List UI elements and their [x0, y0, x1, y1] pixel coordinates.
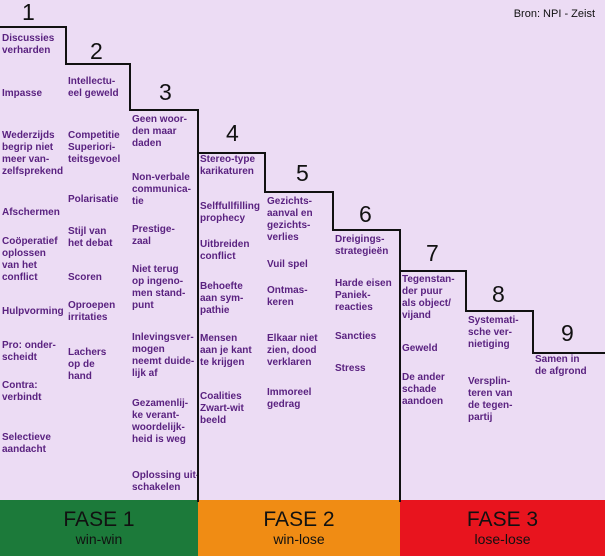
- step-5-item: Immoreel gedrag: [267, 387, 312, 410]
- step-2-item: Lachers op de hand: [68, 347, 107, 382]
- step-number-2: 2: [90, 38, 103, 64]
- step-2-item: Polarisatie: [68, 194, 119, 205]
- step-8-item: Versplin- teren van de tegen- partij: [468, 376, 513, 423]
- step-number-9: 9: [561, 320, 574, 346]
- step-2-item: Stijl van het debat: [68, 226, 113, 249]
- step-1-item: Discussies verharden: [2, 33, 55, 56]
- step-4-item: Mensen aan je kant te krijgen: [200, 333, 252, 368]
- phase-2-title: FASE 2: [263, 508, 335, 531]
- step-5-item: Gezichts- aanval en gezichts- verlies: [267, 196, 313, 243]
- step-5-item: Vuil spel: [267, 259, 308, 270]
- step-4-item: Coalities Zwart-wit beeld: [200, 391, 244, 426]
- step-number-3: 3: [159, 79, 172, 105]
- step-4-item: Behoefte aan sym- pathie: [200, 281, 244, 316]
- step-number-7: 7: [426, 240, 439, 266]
- step-2-item: Scoren: [68, 272, 102, 283]
- step-number-5: 5: [296, 160, 309, 186]
- step-6-item: Dreigings- strategieën: [335, 234, 389, 257]
- step-1-item: Contra: verbindt: [2, 380, 42, 403]
- step-9-item: Samen in de afgrond: [535, 354, 587, 377]
- step-1-item: Hulpvorming: [2, 306, 64, 317]
- phase-1: FASE 1 win-win: [0, 500, 198, 556]
- phase-1-title: FASE 1: [63, 508, 135, 531]
- step-2-item: Competitie Superiori- teitsgevoel: [68, 130, 121, 165]
- step-2-item: Oproepen irritaties: [68, 300, 116, 323]
- step-number-1: 1: [22, 0, 35, 25]
- phase-1-subtitle: win-win: [75, 531, 123, 547]
- step-3-item: Oplossing uit- schakelen: [132, 470, 200, 493]
- step-number-8: 8: [492, 281, 505, 307]
- step-5-item: Elkaar niet zien, dood verklaren: [267, 333, 318, 368]
- step-6-item: Harde eisen Paniek- reacties: [335, 278, 392, 313]
- phase-3: FASE 3 lose-lose: [400, 500, 605, 556]
- step-7-item: De ander schade aandoen: [402, 372, 445, 407]
- phase-divider-2: [399, 270, 401, 502]
- step-3-item: Geen woor- den maar daden: [132, 114, 188, 149]
- step-3-item: Gezamenlij- ke verant- woordelijk- heid …: [132, 398, 189, 445]
- step-8-item: Systemati- sche ver- nietiging: [468, 315, 519, 350]
- step-4-item: Stereo-type karikaturen: [200, 154, 256, 177]
- phase-2-subtitle: win-lose: [273, 531, 325, 547]
- step-7-item: Geweld: [402, 343, 438, 354]
- step-7-item: Tegenstan- der puur als object/ vijand: [402, 274, 455, 321]
- step-4-item: Uitbreiden conflict: [200, 239, 250, 262]
- step-3-item: Non-verbale communica- tie: [132, 172, 191, 207]
- source-label: Bron: NPI - Zeist: [513, 8, 595, 20]
- step-4-item: Selffullfilling prophecy: [200, 201, 260, 224]
- step-3-item: Niet terug op ingeno- men stand- punt: [132, 264, 186, 311]
- step-3-item: Prestige- zaal: [132, 224, 175, 247]
- phase-3-title: FASE 3: [466, 508, 539, 531]
- step-1-item: Selectieve aandacht: [2, 432, 51, 455]
- step-2-item: Intellectu- eel geweld: [68, 76, 119, 99]
- phase-divider-1: [197, 120, 199, 502]
- step-1-item: Wederzijds begrip niet meer van- zelfspr…: [2, 130, 64, 177]
- step-3-item: Inlevingsver- mogen neemt duide- lijk af: [132, 332, 195, 379]
- step-1-item: Pro: onder- scheidt: [2, 340, 56, 363]
- step-1-item: Afschermen: [2, 207, 60, 218]
- phase-3-subtitle: lose-lose: [474, 531, 531, 547]
- step-6-item: Stress: [335, 363, 366, 374]
- phase-bar: FASE 1 win-win FASE 2 win-lose FASE 3 lo…: [0, 500, 605, 556]
- step-5-item: Ontmas- keren: [267, 285, 308, 308]
- step-1-item: Coöperatief oplossen van het conflict: [2, 236, 58, 283]
- step-1-item: Impasse: [2, 88, 43, 99]
- phase-2: FASE 2 win-lose: [198, 500, 400, 556]
- step-6-item: Sancties: [335, 331, 377, 342]
- step-number-4: 4: [226, 120, 239, 146]
- step-number-6: 6: [359, 201, 372, 227]
